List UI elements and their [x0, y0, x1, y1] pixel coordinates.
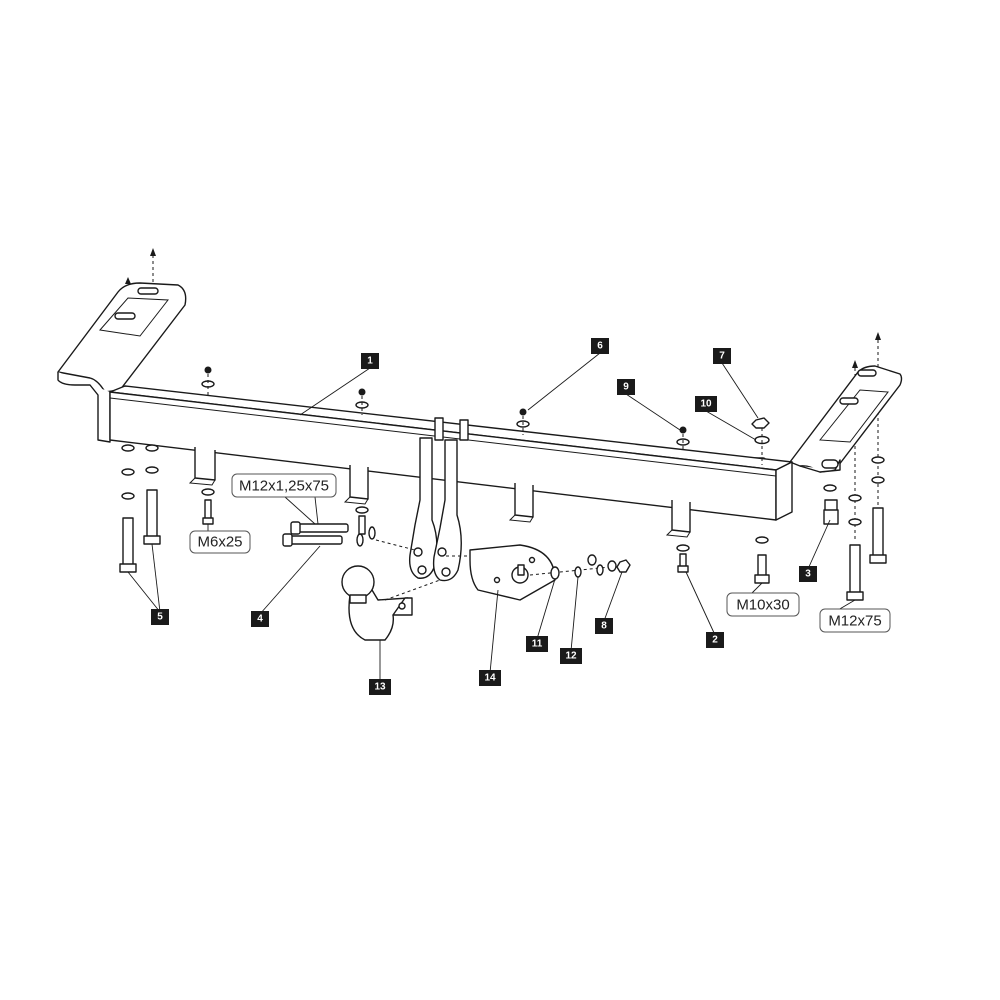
svg-text:13: 13 [374, 682, 386, 693]
callout-m6x25: M6x25 [189, 530, 251, 554]
svg-text:2: 2 [712, 635, 718, 646]
callout-m12x75: M12x75 [819, 608, 891, 633]
svg-text:10: 10 [700, 399, 712, 410]
leader-lines [127, 352, 856, 682]
part-label-7: 7 [713, 348, 731, 364]
part-label-11: 11 [526, 636, 548, 652]
svg-text:6: 6 [597, 341, 603, 352]
callout-m12x125x75: M12x1,25x75 [231, 473, 337, 498]
tow-ball-hook [341, 565, 413, 641]
svg-text:11: 11 [532, 639, 543, 650]
svg-text:3: 3 [805, 569, 811, 580]
svg-text:12: 12 [565, 651, 577, 662]
part-label-9: 9 [617, 379, 635, 395]
tow-ball-mounting-plates [408, 417, 469, 582]
top-nuts-and-washers [201, 366, 770, 465]
svg-text:4: 4 [257, 614, 263, 625]
svg-text:M6x25: M6x25 [197, 534, 242, 551]
callout-m10x30: M10x30 [726, 592, 800, 617]
part-label-2: 2 [706, 632, 724, 648]
svg-text:9: 9 [623, 382, 629, 393]
electrical-socket-plate [469, 544, 556, 601]
socket-hardware [529, 554, 631, 580]
part-label-4: 4 [251, 611, 269, 627]
part-label-13: 13 [369, 679, 391, 695]
main-crossbeam [109, 385, 793, 521]
svg-text:8: 8 [601, 621, 607, 632]
left-mounting-bracket [57, 282, 187, 443]
svg-text:14: 14 [484, 673, 496, 684]
beam-hanger-brackets [188, 447, 691, 538]
part-label-10: 10 [695, 396, 717, 412]
part-label-1: 1 [361, 353, 379, 369]
svg-text:M12x75: M12x75 [828, 613, 881, 630]
part-label-3: 3 [799, 566, 817, 582]
svg-text:5: 5 [157, 612, 163, 623]
svg-text:M12x1,25x75: M12x1,25x75 [239, 478, 329, 495]
part-label-5: 5 [151, 609, 169, 625]
part-label-14: 14 [479, 670, 501, 686]
part-label-6: 6 [591, 338, 609, 354]
bolts-m12x125x75 [282, 521, 470, 601]
svg-text:M10x30: M10x30 [736, 597, 789, 614]
part-label-8: 8 [595, 618, 613, 634]
svg-text:1: 1 [367, 356, 373, 367]
svg-text:7: 7 [719, 351, 725, 362]
part-label-12: 12 [560, 648, 582, 664]
lower-bolts [119, 444, 887, 601]
